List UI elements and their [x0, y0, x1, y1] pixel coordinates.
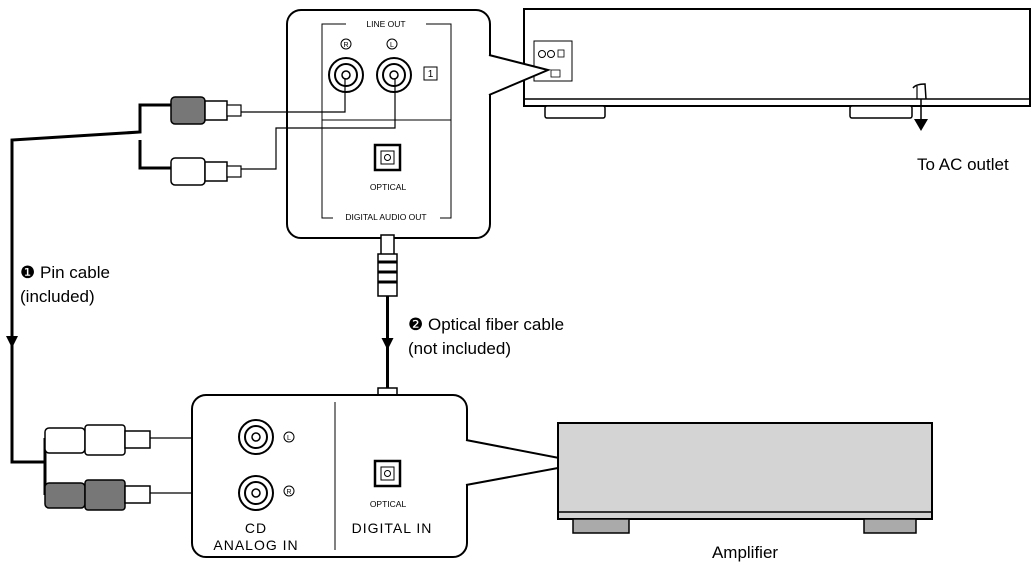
optical-in-label: OPTICAL	[370, 499, 407, 509]
pin-cable-note: (included)	[20, 287, 95, 306]
analog-in-label: ANALOG IN	[213, 537, 298, 553]
optical-cable-number: ❷	[408, 315, 423, 334]
amp-r-mark: R	[286, 489, 291, 496]
cd-label: CD	[245, 520, 267, 536]
optical-cable-note: (not included)	[408, 339, 511, 358]
badge-1: 1	[428, 69, 434, 80]
analog-in-r-jack	[238, 475, 274, 511]
amplifier-label: Amplifier	[712, 543, 778, 562]
player-l-mark: L	[390, 42, 394, 49]
cd-player	[523, 8, 1031, 131]
line-out-l-jack	[376, 57, 412, 93]
pin-plug-upper-2	[170, 157, 242, 186]
pin-cable-number: ❶	[20, 263, 35, 282]
optical-out-jack	[373, 143, 402, 172]
player-panel-callout: LINE OUT DIGITAL AUDIO OUT R L 1 OPTICAL	[286, 9, 552, 239]
pin-cable-label: Pin cable	[40, 263, 110, 282]
analog-in-l-jack	[238, 419, 274, 455]
amp-panel-callout: L R CD ANALOG IN OPTICAL DIGITAL IN	[191, 394, 586, 558]
digital-in-label: DIGITAL IN	[352, 520, 433, 536]
ac-arrow-icon	[914, 119, 928, 131]
player-r-mark: R	[343, 42, 348, 49]
optical-out-label: OPTICAL	[370, 182, 407, 192]
optical-cable-arrow-icon	[381, 338, 394, 350]
pin-cable-arrow-icon	[6, 336, 18, 348]
optical-in-jack	[373, 459, 402, 488]
digital-audio-out-label: DIGITAL AUDIO OUT	[345, 212, 426, 222]
pin-cable	[6, 78, 396, 511]
pin-plug-lower-2	[44, 479, 151, 511]
amplifier	[557, 422, 933, 534]
amp-l-mark: L	[287, 435, 291, 442]
ac-outlet-label: To AC outlet	[917, 155, 1009, 174]
line-out-label: LINE OUT	[366, 19, 405, 29]
pin-plug-lower-1	[44, 424, 151, 456]
pin-plug-upper-1	[170, 96, 242, 125]
optical-cable-label: Optical fiber cable	[428, 315, 564, 334]
line-out-r-jack	[328, 57, 364, 93]
